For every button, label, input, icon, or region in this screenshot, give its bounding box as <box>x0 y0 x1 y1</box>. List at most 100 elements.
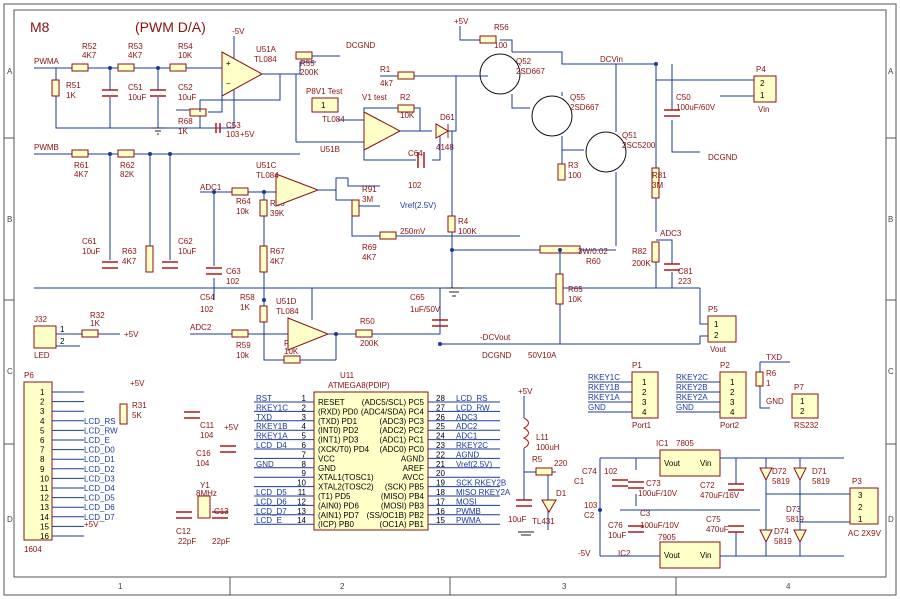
c52-ref: C52 <box>178 83 193 92</box>
mcu-pin-number: 23 <box>436 441 445 450</box>
r4-val: 100K <box>458 227 477 236</box>
resistor-r54 <box>169 63 187 72</box>
mcu-pin-number: 24 <box>436 432 445 441</box>
r55-ref: R55 <box>300 59 315 68</box>
ground-symbol <box>152 127 164 135</box>
p2-pin-number: 1 <box>730 378 735 387</box>
p2-pin-label: RKEY2A <box>676 393 708 402</box>
d73-val: 5819 <box>786 515 804 524</box>
p1-pin-number: 1 <box>642 378 647 387</box>
p5-pin-2: 2 <box>714 331 719 340</box>
mcu-pin-name: (SS/OC1B) PB2 <box>367 511 425 520</box>
ic1-vin: Vin <box>700 459 711 468</box>
mcu-net-label: LCD_D7 <box>256 507 287 516</box>
p4-pin-1: 1 <box>760 91 765 100</box>
p2-pin-number: 4 <box>730 408 735 417</box>
r62-ref: R62 <box>120 161 135 170</box>
diode-d71 <box>793 467 807 482</box>
p8v1-ref: P8V1 Test <box>306 87 343 96</box>
ic1-val: 7805 <box>676 439 694 448</box>
mcu-pin-number: 19 <box>436 479 445 488</box>
resistor-r68 <box>189 108 207 117</box>
p6-pin-number: 8 <box>40 455 45 464</box>
p7-name: RS232 <box>794 421 819 430</box>
resistor-r6 <box>755 371 764 387</box>
mcu-net-label: TXD <box>256 413 272 422</box>
mcu-pin-name: (ADC0) PC0 <box>380 445 425 454</box>
mcu-pin-number: 25 <box>436 422 445 431</box>
r82-ref: R82 <box>632 247 647 256</box>
r56-ref: R56 <box>494 23 509 32</box>
sheet-title: M8 <box>30 19 50 35</box>
svg-text:−: − <box>226 79 231 88</box>
mcu-net-label: SCK RKEY2B <box>456 479 506 488</box>
p3-pin-1: 1 <box>858 515 863 524</box>
u11-part: ATMEGA8(PDIP) <box>328 381 390 390</box>
r32-val: 1K <box>90 319 100 328</box>
r62-val: 82K <box>120 170 135 179</box>
diode-d74 <box>759 529 773 544</box>
mcu-net-label: PWMA <box>456 516 482 525</box>
mcu-pin-number: 27 <box>436 403 445 412</box>
resistor-r55 <box>295 51 313 60</box>
resistor-r57 <box>283 355 301 364</box>
c12-val: 22pF <box>178 537 196 546</box>
p6-pin-number: 10 <box>40 474 49 483</box>
net-adc2: ADC2 <box>190 323 212 332</box>
p5-name: Vout <box>710 345 727 354</box>
c54-ref: C54 <box>200 293 215 302</box>
transistor-q52 <box>479 53 521 95</box>
mcu-pin-name: XTAL1(TOSC1) <box>318 473 374 482</box>
mcu-net-label: RST <box>256 394 272 403</box>
mcu-net-label: ADC2 <box>456 422 478 431</box>
mcu-net-label: RKEY1B <box>256 422 288 431</box>
col-label-3: 3 <box>562 582 567 591</box>
resistor-r62 <box>117 149 135 158</box>
u11-ref: U11 <box>340 371 355 380</box>
mcu-net-label: Vref(2.5V) <box>456 460 492 469</box>
c76-ref: C76 <box>608 521 623 530</box>
p6-pin-net-label: LCD_D3 <box>84 474 115 483</box>
resistor-r56 <box>479 35 497 44</box>
mcu-net-label: LCD_D5 <box>256 488 287 497</box>
r54-val: 10K <box>178 51 193 60</box>
p6-pin-net-label: LCD_D4 <box>84 484 115 493</box>
c52-val: 10uF <box>178 93 196 102</box>
r51-ref: R51 <box>66 81 81 90</box>
c51-val: 10uF <box>128 93 146 102</box>
mcu-pin-number: 10 <box>297 479 306 488</box>
p6-pin-number: 11 <box>40 484 49 493</box>
c12-ref: C12 <box>176 527 191 536</box>
d74-val: 5819 <box>774 537 792 546</box>
d71-ref: D71 <box>812 467 827 476</box>
mcu-net-label: ADC1 <box>456 432 478 441</box>
mcu-net-label: MISO RKEY2A <box>456 488 511 497</box>
c16-ref: C16 <box>196 449 211 458</box>
r59-val: 10k <box>236 351 250 360</box>
p6-pin-number: 13 <box>40 503 49 512</box>
q55-val: 2SD667 <box>570 103 599 112</box>
ground-symbol-vref <box>518 531 534 536</box>
r32-ref: R32 <box>90 311 105 320</box>
mcu-net-label: AGND <box>456 450 479 459</box>
r69-val: 4K7 <box>362 253 377 262</box>
mcu-pin-number: 15 <box>436 516 445 525</box>
r65-val: 10K <box>568 295 583 304</box>
r69-ref: R69 <box>362 243 377 252</box>
mcu-pin-name: AGND <box>401 454 424 463</box>
c62-ref: C62 <box>178 237 193 246</box>
q52-val: 2SD667 <box>516 67 545 76</box>
j32-pin-2: 2 <box>60 337 65 346</box>
mcu-pin-number: 16 <box>436 507 445 516</box>
output-rating: 50V10A <box>528 351 557 360</box>
p1-pin-label: RKEY1A <box>588 393 620 402</box>
p2-pin-number: 2 <box>730 388 735 397</box>
p6-pin-number: 16 <box>40 532 49 541</box>
c73-ref: C73 <box>646 479 661 488</box>
